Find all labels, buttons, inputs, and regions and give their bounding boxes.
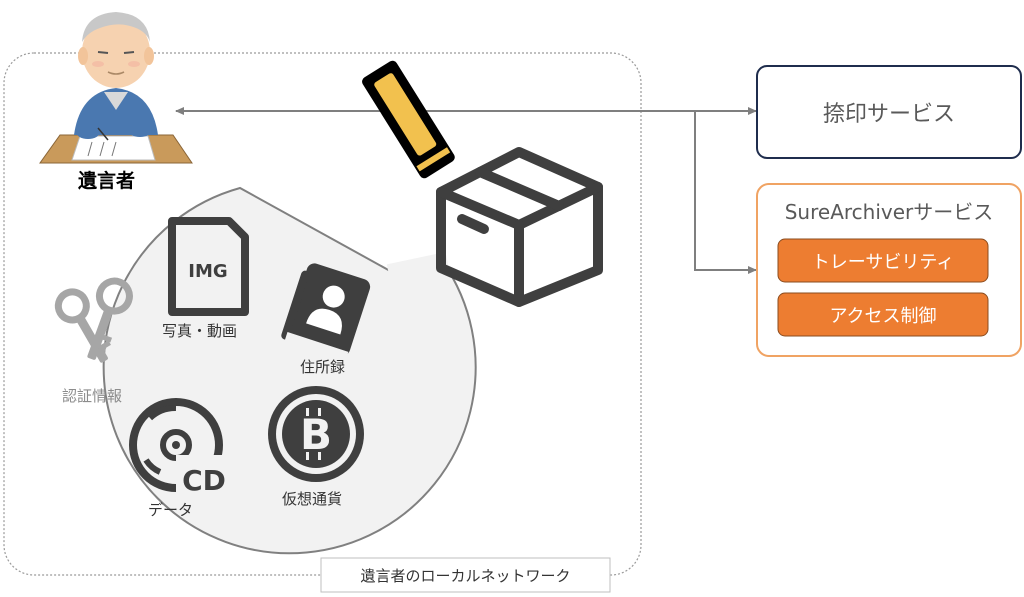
keys-icon: [54, 277, 133, 363]
network-label: 遺言者のローカルネットワーク: [360, 567, 571, 585]
cd-icon: CD: [129, 398, 232, 497]
feature-traceability-box: [777, 238, 989, 283]
seal-stamp-icon: [362, 60, 455, 179]
asset-label-credentials: 認証情報: [62, 387, 123, 405]
box-icon: [436, 147, 603, 307]
testator-person-icon: [39, 12, 193, 164]
svg-text:CD: CD: [182, 464, 226, 497]
svg-text:IMG: IMG: [188, 261, 227, 282]
sure-archiver-title: SureArchiverサービス: [784, 200, 994, 224]
asset-label-photos-videos: 写真・動画: [162, 322, 238, 340]
svg-text:B: B: [300, 410, 332, 459]
asset-label-data: データ: [148, 501, 194, 519]
address-book-icon: [281, 263, 371, 360]
img-file-icon: IMG: [168, 217, 249, 316]
connector-to-archiver: [694, 111, 757, 274]
seal-service-label: 捺印サービス: [822, 102, 955, 127]
seal-service-box: [756, 65, 1022, 159]
asset-label-crypto: 仮想通貨: [282, 490, 343, 508]
bitcoin-icon: B: [268, 386, 364, 482]
feature-access-control-box: [777, 292, 989, 337]
feature-access-control-label: アクセス制御: [829, 306, 937, 327]
asset-label-address-book: 住所録: [300, 358, 346, 376]
network-label-box: [320, 557, 611, 593]
feature-traceability-label: トレーサビリティ: [811, 252, 955, 273]
testator-label: 遺言者: [78, 170, 136, 192]
connectors: [175, 107, 757, 274]
